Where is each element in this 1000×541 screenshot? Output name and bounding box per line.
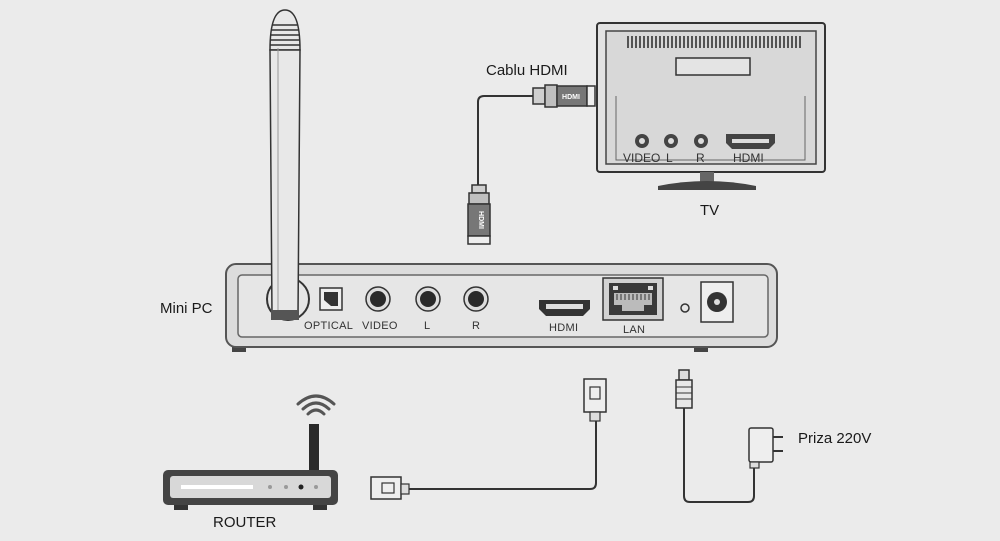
dc-plug-icon: [675, 369, 693, 409]
tv-l-port: [664, 134, 678, 148]
tv-video-port: [635, 134, 649, 148]
audio-left-label: L: [424, 320, 431, 332]
status-led: [680, 303, 690, 313]
tv-device: [596, 22, 826, 190]
optical-label: OPTICAL: [304, 320, 354, 332]
power-jack: [700, 281, 734, 323]
tv-video-label: VIDEO: [623, 151, 661, 165]
tv-r-label: R: [696, 151, 705, 165]
optical-port: [319, 287, 343, 311]
tv-hdmi-port: [726, 134, 775, 149]
hdmi-cable-label: Cablu HDMI: [486, 62, 568, 79]
tv-panel: [675, 57, 751, 76]
tv-hdmi-label: HDMI: [733, 151, 764, 165]
hdmi-cable: [467, 84, 596, 245]
mini-pc-device: [225, 263, 778, 352]
antenna-icon: [269, 9, 301, 320]
audio-left-port: [415, 286, 441, 312]
lan-port: [602, 277, 664, 321]
ethernet-plug-icon-vertical: [583, 378, 607, 422]
hdmi-plug-icon-vertical: [467, 184, 491, 245]
router-device: [163, 424, 338, 510]
hdmi-plug-text: HDMI: [562, 94, 580, 101]
tv-label: TV: [700, 202, 720, 219]
router-antenna: [309, 424, 319, 476]
video-label: VIDEO: [362, 320, 398, 332]
tv-stand: [658, 172, 756, 190]
hdmi-port: [539, 300, 590, 316]
tv-l-label: L: [666, 151, 673, 165]
video-port: [365, 286, 391, 312]
mini-pc-label: Mini PC: [160, 300, 213, 317]
router-label: ROUTER: [213, 514, 277, 531]
tv-r-port: [694, 134, 708, 148]
audio-right-label: R: [472, 320, 481, 332]
hdmi-plug-icon: [532, 84, 596, 108]
power-cable: [675, 369, 783, 503]
hdmi-plug-text-vertical: HDMI: [477, 211, 484, 229]
tv-vent-grill: [627, 36, 801, 48]
power-label: Priza 220V: [798, 430, 872, 447]
wifi-icon: [296, 394, 336, 416]
ethernet-cable: [370, 378, 607, 500]
audio-right-port: [463, 286, 489, 312]
ethernet-plug-icon: [370, 476, 410, 500]
lan-label: LAN: [623, 324, 646, 336]
power-adapter-icon: [748, 427, 783, 469]
hdmi-label: HDMI: [549, 322, 579, 334]
